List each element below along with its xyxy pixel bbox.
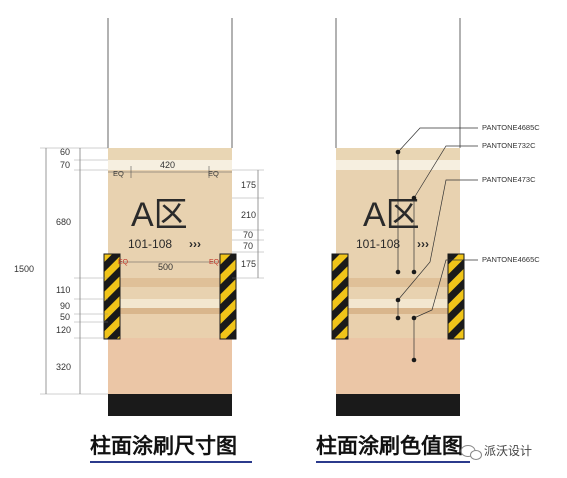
left-top-width: 420	[160, 160, 175, 170]
left-column-white-gap	[108, 160, 232, 170]
left-dim-60: 60	[60, 147, 70, 157]
right-dim-175-top: 175	[241, 180, 256, 190]
pantone-label-2: PANTONE732C	[482, 141, 536, 150]
right-hazard-strip-left	[331, 253, 349, 340]
left-dim-680: 680	[56, 217, 71, 227]
left-total-height: 1500	[14, 264, 34, 274]
left-caption: 柱面涂刷尺寸图	[90, 434, 237, 458]
left-dim-90: 90	[60, 301, 70, 311]
left-mid-width: 500	[158, 262, 173, 272]
right-dim-175-bottom: 175	[241, 259, 256, 269]
svg-text:EQ: EQ	[209, 259, 220, 266]
left-eq-right: EQ	[208, 169, 219, 178]
right-room-arrows: ›››	[417, 237, 429, 251]
right-dim-70b: 70	[243, 241, 253, 251]
right-column: A区 101-108 ››› PANTONE4685C PANTONE732C …	[316, 18, 540, 463]
left-column-base	[108, 394, 232, 416]
left-room-range: 101-108	[128, 237, 172, 251]
left-dim-110: 110	[56, 285, 70, 295]
right-room-range: 101-108	[356, 237, 400, 251]
left-hazard-strip-left	[103, 253, 121, 340]
right-caption: 柱面涂刷色值图	[316, 434, 463, 458]
svg-text:EQ: EQ	[118, 259, 129, 266]
left-column-sign-field	[108, 170, 232, 278]
pantone-label-4: PANTONE4665C	[482, 255, 540, 264]
left-column-top-band	[108, 148, 232, 160]
right-zone-label: A区	[363, 196, 420, 234]
left-column: A区 101-108 ››› EQ EQ 420 500 EQ EQ 1500 …	[14, 18, 264, 463]
right-dim-210: 210	[241, 210, 256, 220]
left-dim-120: 120	[56, 325, 71, 335]
left-dim-50: 50	[60, 312, 70, 322]
right-dim-70a: 70	[243, 230, 253, 240]
watermark: 派沃设计	[460, 444, 532, 460]
left-dim-320: 320	[56, 362, 71, 372]
left-zone-label: A区	[131, 196, 188, 234]
wechat-icon	[460, 445, 482, 460]
left-eq-left: EQ	[113, 169, 124, 178]
pantone-label-1: PANTONE4685C	[482, 123, 540, 132]
pantone-label-3: PANTONE473C	[482, 175, 536, 184]
left-dim-70: 70	[60, 160, 70, 170]
left-hazard-strip-right	[219, 253, 237, 340]
watermark-text: 派沃设计	[484, 444, 532, 458]
right-hazard-strip-right	[447, 253, 465, 340]
left-room-arrows: ›››	[189, 237, 201, 251]
